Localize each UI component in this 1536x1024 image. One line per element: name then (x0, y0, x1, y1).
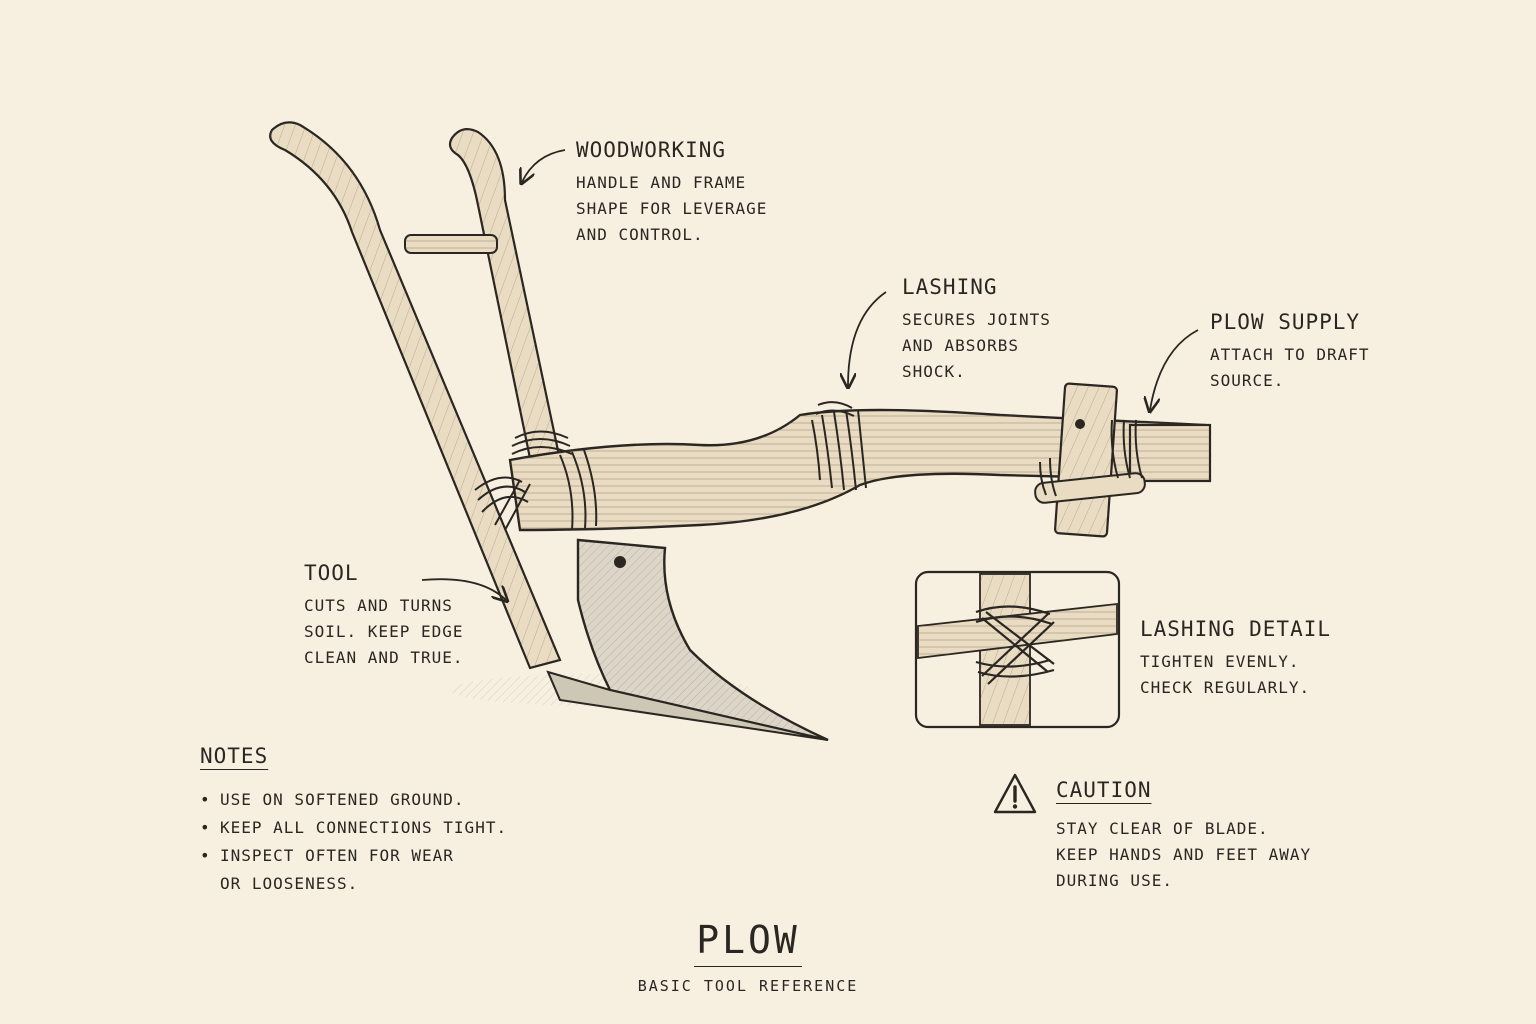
lashing-rear (474, 430, 598, 531)
label-lashing: LASHING SECURES JOINTS AND ABSORBS SHOCK… (902, 275, 1051, 385)
sheet-footer: PLOW BASIC TOOL REFERENCE (0, 918, 1496, 995)
caution-line: DURING USE. (1056, 871, 1173, 890)
label-woodworking-line: SHAPE FOR LEVERAGE (576, 199, 768, 218)
woodworking-arrow (522, 149, 566, 182)
label-lashing-line: AND ABSORBS (902, 336, 1019, 355)
label-tool: TOOL CUTS AND TURNS SOIL. KEEP EDGE CLEA… (304, 561, 464, 671)
plow-supply-arrow (1150, 329, 1199, 410)
caution-line: STAY CLEAR OF BLADE. (1056, 819, 1269, 838)
label-woodworking: WOODWORKING HANDLE AND FRAME SHAPE FOR L… (576, 138, 767, 248)
label-tool-line: CLEAN AND TRUE. (304, 648, 464, 667)
left-handle (269, 121, 562, 670)
warning-triangle-icon (993, 773, 1037, 814)
notes-item: INSPECT OFTEN FOR WEAR (200, 842, 507, 870)
label-woodworking-line: AND CONTROL. (576, 225, 704, 244)
label-woodworking-line: HANDLE AND FRAME (576, 173, 747, 192)
notes-list: USE ON SOFTENED GROUND. KEEP ALL CONNECT… (200, 786, 507, 898)
label-lashing-line: SECURES JOINTS (902, 310, 1051, 329)
lashing-front (1039, 419, 1143, 497)
caution-title: CAUTION (1056, 778, 1152, 802)
plow-share (546, 538, 829, 742)
tool-arrow (421, 578, 506, 600)
notes-item: KEEP ALL CONNECTIONS TIGHT. (200, 814, 507, 842)
label-lashing-detail-title: LASHING DETAIL (1140, 617, 1332, 641)
label-woodworking-title: WOODWORKING (576, 138, 727, 162)
notes-item: USE ON SOFTENED GROUND. (200, 786, 507, 814)
label-tool-line: SOIL. KEEP EDGE (304, 622, 464, 641)
hitch-post (1034, 382, 1146, 538)
lashing-mid (811, 401, 867, 491)
label-lashing-detail: LASHING DETAIL TIGHTEN EVENLY. CHECK REG… (1140, 617, 1331, 701)
sheet-title: PLOW (694, 918, 802, 967)
right-handle (448, 127, 562, 470)
label-plow-supply: PLOW SUPPLY ATTACH TO DRAFT SOURCE. (1210, 310, 1370, 394)
label-lashing-line: SHOCK. (902, 362, 966, 381)
label-plow-supply-title: PLOW SUPPLY (1210, 310, 1361, 334)
caution-section: CAUTION STAY CLEAR OF BLADE. KEEP HANDS … (1056, 778, 1311, 894)
label-lashing-detail-line: TIGHTEN EVENLY. (1140, 652, 1300, 671)
label-lashing-detail-line: CHECK REGULARLY. (1140, 678, 1311, 697)
sheet-subtitle: BASIC TOOL REFERENCE (637, 977, 859, 995)
label-tool-line: CUTS AND TURNS (304, 596, 453, 615)
notes-title: NOTES (200, 744, 269, 768)
caution-line: KEEP HANDS AND FEET AWAY (1056, 845, 1312, 864)
label-lashing-title: LASHING (902, 275, 998, 299)
notes-item-continued: OR LOOSENESS. (220, 874, 359, 893)
label-tool-title: TOOL (304, 561, 359, 585)
notes-section: NOTES USE ON SOFTENED GROUND. KEEP ALL C… (200, 744, 507, 898)
label-plow-supply-line: ATTACH TO DRAFT (1210, 345, 1370, 364)
lashing-detail-inset (914, 570, 1121, 729)
lashing-arrow (848, 291, 887, 386)
label-plow-supply-line: SOURCE. (1210, 371, 1285, 390)
